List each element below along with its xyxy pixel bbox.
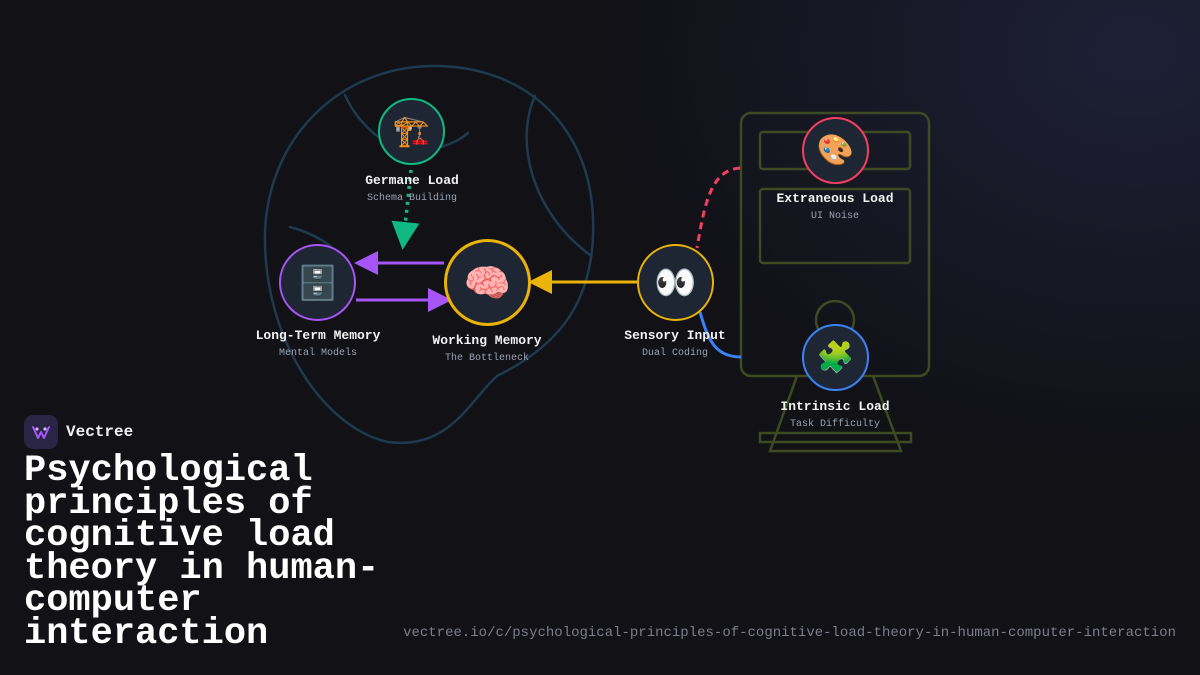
- brain-icon: 🧠: [463, 260, 512, 305]
- page-url[interactable]: vectree.io/c/psychological-principles-of…: [403, 625, 1176, 641]
- edge-extraneous-to-sensory: [695, 166, 741, 249]
- intrinsic-load-label: Intrinsic Load Task Difficulty: [780, 399, 889, 430]
- long-term-memory-subtitle: Mental Models: [278, 348, 358, 359]
- working-memory-title: Working Memory: [432, 333, 542, 348]
- germane-load-node[interactable]: 🏗️: [378, 98, 445, 165]
- long-term-memory-label: Long-Term Memory Mental Models: [256, 328, 381, 359]
- computer-outline: [739, 111, 931, 453]
- file-cabinet-icon: 🗄️: [296, 263, 339, 302]
- intrinsic-load-title: Intrinsic Load: [780, 399, 890, 414]
- germane-load-subtitle: Schema Building: [366, 193, 457, 204]
- crane-icon: 🏗️: [392, 113, 431, 149]
- extraneous-load-subtitle: UI Noise: [810, 211, 859, 222]
- eyes-icon: 👀: [654, 262, 697, 303]
- edge-intrinsic-to-sensory: [698, 311, 742, 359]
- long-term-memory-title: Long-Term Memory: [255, 328, 381, 343]
- sensory-input-title: Sensory Input: [624, 328, 726, 343]
- working-memory-subtitle: The Bottleneck: [444, 353, 529, 364]
- extraneous-load-node[interactable]: 🎨: [802, 117, 869, 184]
- edge-germane-to-working: [391, 169, 420, 250]
- extraneous-load-title: Extraneous Load: [776, 191, 894, 206]
- sensory-input-node[interactable]: 👀: [637, 244, 714, 321]
- vectree-logo-icon: [24, 415, 58, 449]
- intrinsic-load-node[interactable]: 🧩: [802, 324, 869, 391]
- long-term-memory-node[interactable]: 🗄️: [279, 244, 356, 321]
- germane-load-label: Germane Load Schema Building: [365, 173, 459, 204]
- sensory-input-label: Sensory Input Dual Coding: [624, 328, 725, 359]
- puzzle-icon: 🧩: [816, 339, 855, 375]
- brand-name: Vectree: [66, 423, 134, 441]
- intrinsic-load-subtitle: Task Difficulty: [789, 419, 880, 430]
- working-memory-label: Working Memory The Bottleneck: [432, 333, 541, 364]
- sensory-input-subtitle: Dual Coding: [641, 348, 709, 359]
- palette-icon: 🎨: [816, 132, 855, 168]
- page-title: Psychological principles of cognitive lo…: [24, 450, 380, 655]
- germane-load-title: Germane Load: [365, 173, 459, 188]
- extraneous-load-label: Extraneous Load UI Noise: [776, 191, 893, 222]
- working-memory-node[interactable]: 🧠: [444, 239, 531, 326]
- brand[interactable]: Vectree: [24, 415, 133, 449]
